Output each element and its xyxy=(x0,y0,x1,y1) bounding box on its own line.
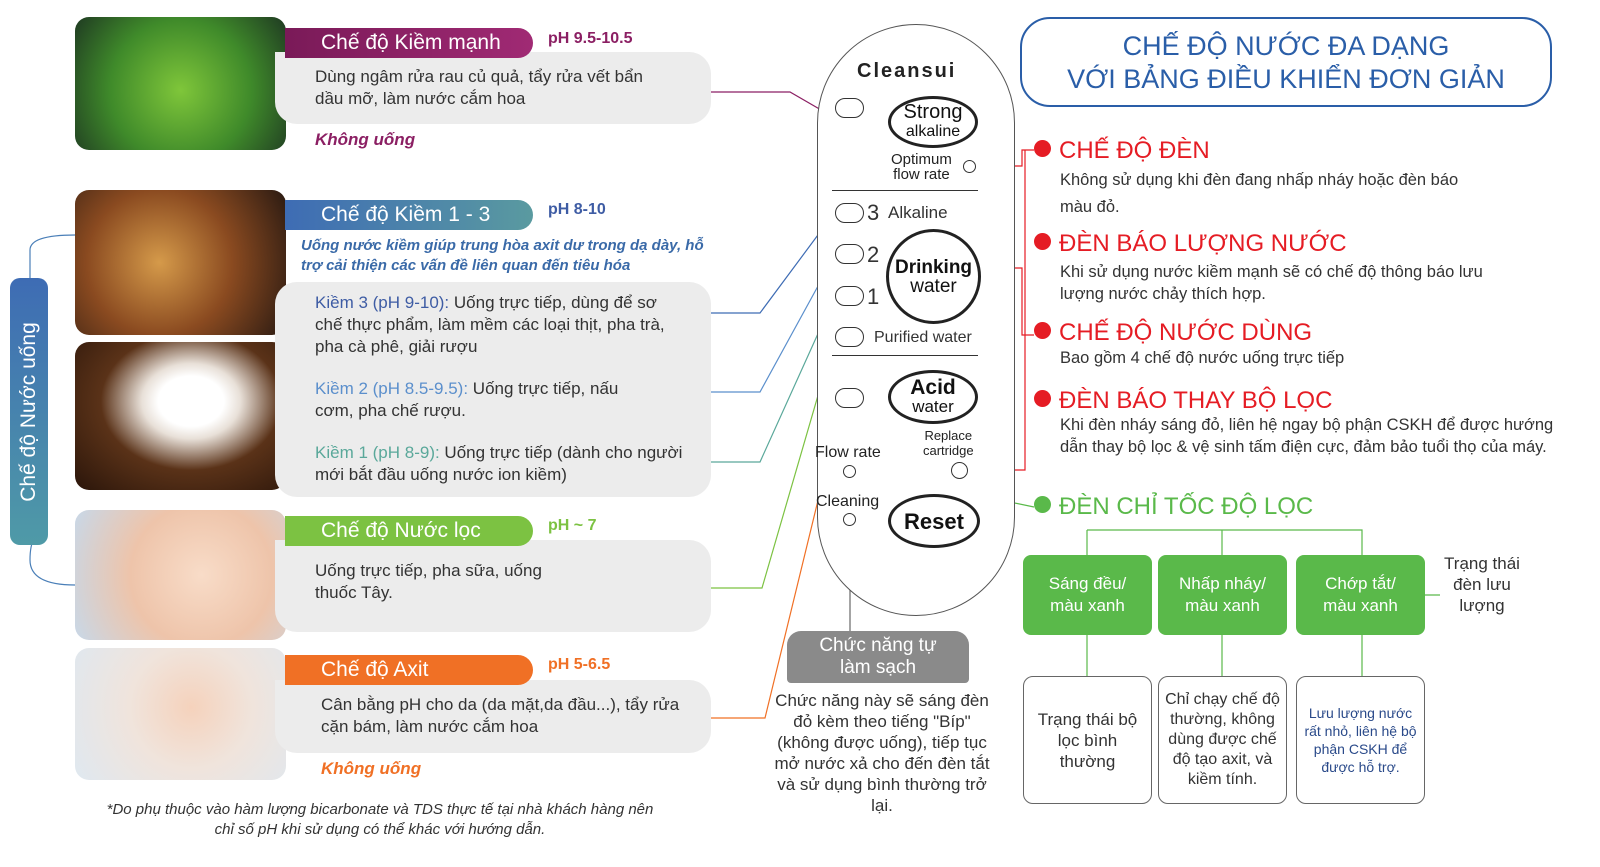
purified-led xyxy=(835,327,864,347)
acid-header: Chế độ Axit xyxy=(285,655,533,685)
alkaline-2-item: Kiềm 2 (pH 8.5-9.5): Uống trực tiếp, nấu… xyxy=(315,379,619,420)
alkaline-intro: Uống nước kiềm giúp trung hòa axit dư tr… xyxy=(301,237,704,274)
face-wash-photo xyxy=(75,648,286,780)
baby-photo xyxy=(75,510,286,640)
acid-ph: pH 5-6.5 xyxy=(548,656,611,673)
strong-alkaline-header: Chế độ Kiềm mạnh xyxy=(285,28,533,58)
divider xyxy=(832,355,978,356)
cleaning-led xyxy=(843,513,856,526)
alkaline-levels-box: Kiềm 3 (pH 9-10): Uống trực tiếp, dùng đ… xyxy=(275,282,711,497)
light-mode-heading: CHẾ ĐỘ ĐÈN xyxy=(1034,137,1210,165)
replace-filter-heading: ĐÈN BÁO THAY BỘ LỌC xyxy=(1034,387,1332,415)
strong-alkaline-box: Dùng ngâm rửa rau củ quả, tẩy rửa vết bẩ… xyxy=(275,52,711,124)
reset-button[interactable]: Reset xyxy=(888,494,980,548)
filter-speed-heading: ĐÈN CHỈ TỐC ĐỘ LỌC xyxy=(1034,493,1313,521)
water-mode-desc: Bao gồm 4 chế độ nước uống trực tiếp xyxy=(1060,349,1345,367)
alkaline-label: Alkaline xyxy=(888,203,948,222)
footnote: *Do phụ thuộc vào hàm lượng bicarbonate … xyxy=(106,801,654,838)
purified-water-box: Uống trực tiếp, pha sữa, uống thuốc Tây. xyxy=(275,540,711,632)
purified-water-header: Chế độ Nước lọc xyxy=(285,516,533,546)
acid-led xyxy=(835,388,864,408)
replace-filter-desc: Khi đèn nháy sáng đỏ, liên hệ ngay bộ ph… xyxy=(1060,416,1554,456)
meaning-flashing-off: Lưu lượng nước rất nhỏ, liên hệ bộ phận … xyxy=(1296,676,1425,804)
coffee-photo xyxy=(75,342,286,490)
broccoli-photo xyxy=(75,17,286,150)
red-dot-icon xyxy=(1034,140,1051,157)
level-2: 2 xyxy=(867,242,880,267)
strong-alkaline-led xyxy=(835,98,864,118)
not-drinkable-note: Không uống xyxy=(315,130,416,149)
alkaline-ph: pH 8-10 xyxy=(548,201,606,218)
red-dot-icon xyxy=(1034,233,1051,250)
purified-ph: pH ~ 7 xyxy=(548,517,597,534)
food-photo xyxy=(75,190,286,335)
water-mode-heading: CHẾ ĐỘ NƯỚC DÙNG xyxy=(1034,319,1312,347)
optimum-flow-led xyxy=(963,160,976,173)
alkaline-1-item: Kiềm 1 (pH 8-9): Uống trực tiếp (dành ch… xyxy=(315,443,683,484)
replace-cartridge-led xyxy=(951,462,968,479)
not-drinkable-note: Không uống xyxy=(321,759,422,778)
green-dot-icon xyxy=(1034,496,1051,513)
water-amount-desc: Khi sử dụng nước kiềm mạnh sẽ có chế độ … xyxy=(1060,263,1483,303)
strong-alkaline-ph: pH 9.5-10.5 xyxy=(548,30,633,47)
self-cleaning-desc: Chức năng này sẽ sáng đèn đỏ kèm theo ti… xyxy=(774,691,990,815)
level-3: 3 xyxy=(867,200,880,225)
drinking-water-tab: Chế độ Nước uống xyxy=(10,278,48,545)
flow-rate-led xyxy=(843,465,856,478)
flow-rate-label: Flow rate xyxy=(815,444,881,461)
alkaline-1-3-header: Chế độ Kiềm 1 - 3 xyxy=(285,200,533,230)
alkaline-3-led xyxy=(835,203,864,223)
cleansui-logo: Cleansui xyxy=(857,60,957,82)
red-dot-icon xyxy=(1034,390,1051,407)
self-cleaning-header: Chức năng tự làm sạch xyxy=(787,631,969,683)
alkaline-1-led xyxy=(835,286,864,306)
status-label: Trạng thái đèn lưu lượng xyxy=(1444,554,1520,615)
light-mode-desc: Không sử dụng khi đèn đang nhấp nháy hoặ… xyxy=(1060,171,1459,216)
meaning-normal: Trạng thái bộ lọc bình thường xyxy=(1023,676,1152,804)
meaning-blinking: Chỉ chạy chế độ thường, không dùng được … xyxy=(1158,676,1287,804)
alkaline-2-led xyxy=(835,244,864,264)
cleaning-label: Cleaning xyxy=(816,493,880,510)
level-1: 1 xyxy=(867,284,880,309)
state-blinking-green: Nhấp nháy/ màu xanh xyxy=(1158,555,1287,635)
divider xyxy=(832,190,978,191)
state-steady-green: Sáng đều/ màu xanh xyxy=(1023,555,1152,635)
red-dot-icon xyxy=(1034,322,1051,339)
purified-water-label: Purified water xyxy=(874,329,972,346)
alkaline-3-item: Kiềm 3 (pH 9-10): Uống trực tiếp, dùng đ… xyxy=(315,293,665,356)
state-flashing-off-green: Chớp tắt/ màu xanh xyxy=(1296,555,1425,635)
acid-box: Cân bằng pH cho da (da mặt,da đầu...), t… xyxy=(275,680,711,753)
water-amount-heading: ĐÈN BÁO LƯỢNG NƯỚC xyxy=(1034,230,1347,258)
